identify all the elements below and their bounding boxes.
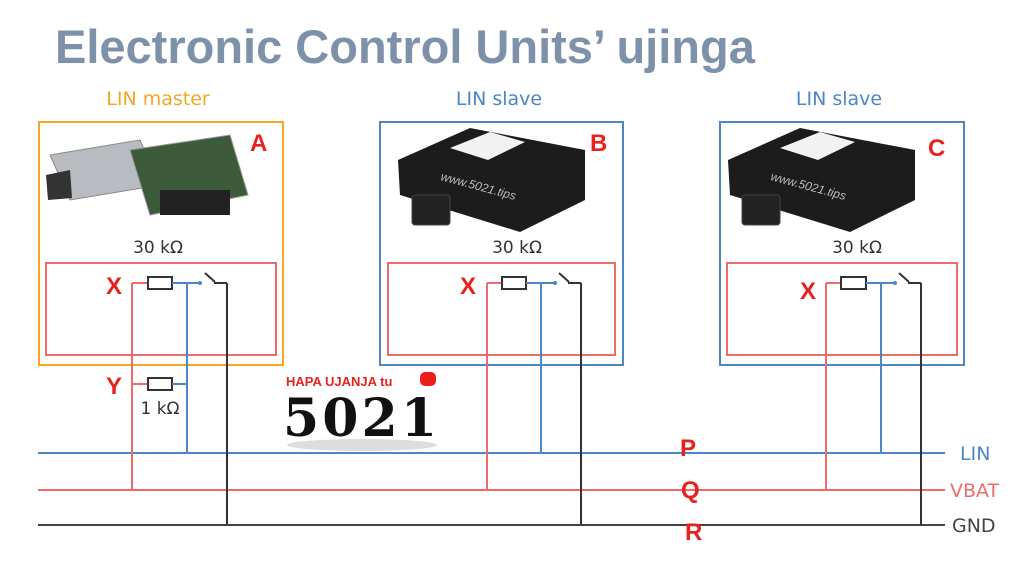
logo-tagline: HAPA UJANJA tu [286,374,392,389]
marker-r: R [685,519,702,546]
unit-c-letter: C [928,135,945,162]
ecu-b-image: www.5021.tips [398,128,585,232]
unit-a-inner [45,262,277,356]
unit-c-inner [726,262,958,356]
unit-a-resistor [147,276,173,290]
unit-c-node-x: X [800,278,816,305]
unit-c-switch [898,272,910,283]
marker-p: P [680,435,696,462]
ecu-unit-c: LIN slave C www.5021.tips 30 kΩ X [719,88,965,525]
bus-label-gnd: GND [952,515,996,537]
ecu-unit-a: LIN master A 30 kΩ X Y 1 kΩ [38,88,284,525]
unit-c-resistor [840,276,867,290]
ecu-unit-b: LIN slave B www.5021.tips 30 kΩ X [379,88,624,525]
marker-q: Q [681,477,700,504]
unit-a-frame [38,121,284,366]
unit-a-resistor-value: 30 kΩ [133,238,183,258]
unit-b-switch [558,272,570,283]
unit-c-resistor-value: 30 kΩ [832,238,882,258]
pullup-resistor-value: 1 kΩ [140,399,179,419]
unit-c-frame [719,121,965,366]
unit-a-role: LIN master [106,88,210,110]
unit-b-inner [387,262,616,356]
unit-a-switch [204,272,216,283]
unit-b-letter: B [590,130,607,157]
unit-b-resistor [501,276,527,290]
unit-c-role: LIN slave [796,88,882,110]
ecu-c-image: www.5021.tips [728,128,915,232]
unit-b-role: LIN slave [456,88,542,110]
unit-b-resistor-value: 30 kΩ [492,238,542,258]
bus-label-lin: LIN [960,443,990,465]
node-y: Y [106,373,122,400]
unit-b-node-x: X [460,273,476,300]
unit-a-letter: A [250,130,267,157]
bus-label-vbat: VBAT [950,480,1000,502]
logo-5021: HAPA UJANJA tu 5021 [283,372,437,451]
ecu-a-image [46,134,249,216]
unit-a-node-x: X [106,273,122,300]
unit-b-frame [379,121,624,366]
pullup-resistor [147,377,173,391]
page-title: Electronic Control Units’ ujinga [55,20,756,73]
